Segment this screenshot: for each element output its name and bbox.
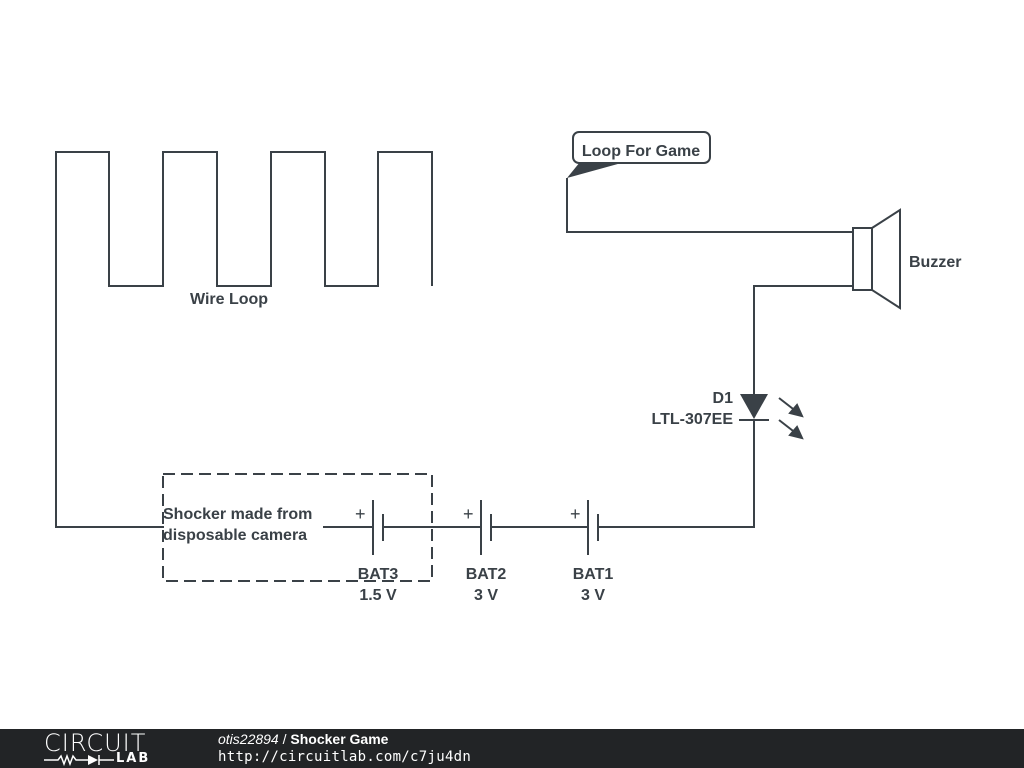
shocker-label-line2: disposable camera (163, 527, 307, 544)
battery-bat2: + BAT2 3 V (463, 500, 506, 604)
bat3-ref: BAT3 (358, 566, 399, 583)
loop-for-game-label: Loop For Game (582, 143, 700, 160)
bat2-ref: BAT2 (466, 566, 507, 583)
led-d1: D1 LTL-307EE (652, 390, 804, 440)
led-emission-arrows (778, 397, 804, 440)
loop-for-game-tag: Loop For Game (567, 131, 711, 178)
led-d1-triangle (740, 394, 768, 419)
bat2-value: 3 V (474, 587, 498, 604)
shocker-enclosure (162, 473, 433, 582)
bat3-plus: + (355, 504, 366, 524)
resistor-diode-logo-icon (44, 754, 114, 766)
led-d1-part: LTL-307EE (652, 411, 734, 428)
bat1-ref: BAT1 (573, 566, 614, 583)
circuitlab-logo-sub: LAB (116, 751, 151, 766)
bat1-plus: + (570, 504, 581, 524)
battery-bat3: + BAT3 1.5 V (355, 500, 398, 604)
project-url-link[interactable]: http://circuitlab.com/c7ju4dn (218, 749, 472, 765)
battery-bat1: + BAT1 3 V (570, 500, 613, 604)
wire-bat1-to-led (598, 420, 755, 528)
buzzer-label: Buzzer (909, 254, 961, 271)
bat2-plus: + (463, 504, 474, 524)
circuitlab-logo[interactable]: CIRCUIT (44, 729, 147, 757)
credit-line: otis22894 / Shocker Game (218, 731, 388, 748)
schematic-canvas: Wire Loop Shocker made from disposable c… (55, 131, 961, 604)
wire-led-to-buzzer (753, 285, 853, 394)
project-title[interactable]: Shocker Game (290, 731, 389, 747)
wire-loop-for-game (566, 178, 853, 233)
author-link[interactable]: otis22894 (218, 731, 279, 747)
footer-bar: CIRCUIT LAB otis22894 / Shocker Game htt… (0, 729, 1024, 768)
led-d1-ref: D1 (713, 390, 734, 407)
credit-separator: / (278, 731, 291, 747)
bat3-value: 1.5 V (359, 587, 397, 604)
bat1-value: 3 V (581, 587, 605, 604)
buzzer: Buzzer (852, 208, 961, 310)
shocker-label-line1: Shocker made from (163, 506, 312, 523)
wire-loop (55, 151, 433, 528)
wire-loop-label: Wire Loop (190, 291, 268, 308)
